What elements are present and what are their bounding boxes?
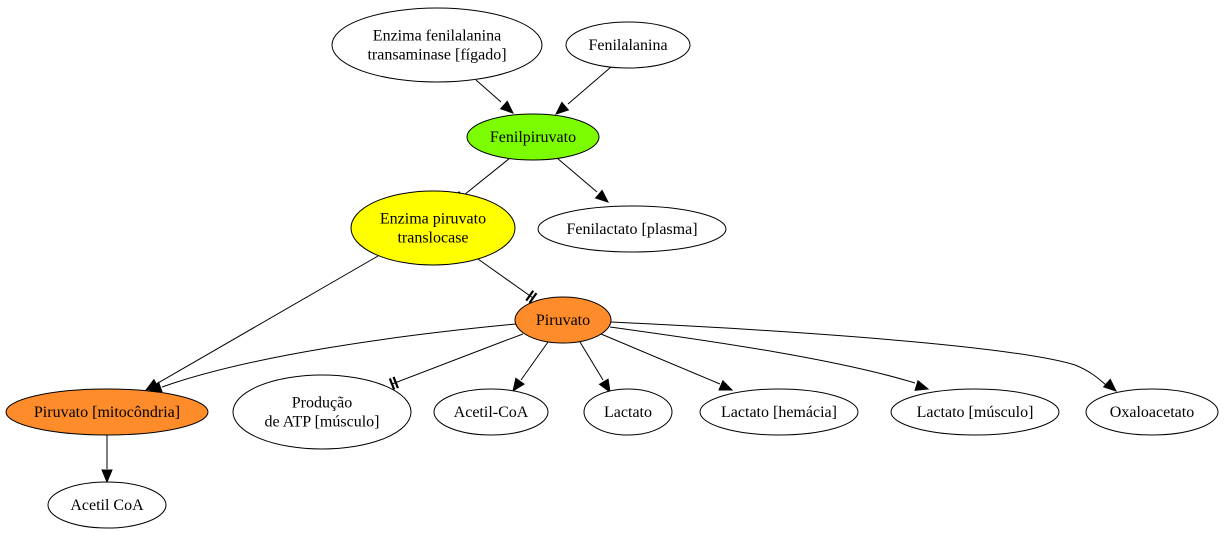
arrowhead: [914, 379, 930, 391]
node-label: de ATP [músculo]: [265, 414, 380, 431]
node-ellipse: [331, 7, 543, 83]
node-label: Acetil CoA: [70, 497, 144, 514]
edge-enzima_piruvato_translocase-to-piruvato_mitocondria: [144, 255, 379, 391]
arrowhead: [594, 189, 609, 203]
edge-piruvato-to-producao_atp: [388, 333, 524, 390]
node-label: Lactato [músculo]: [917, 404, 1034, 421]
node-label: Enzima piruvato: [380, 211, 486, 228]
node-ellipse: [1085, 388, 1219, 436]
node-label: Fenilpiruvato: [490, 129, 576, 146]
edge-line: [477, 258, 534, 299]
node-label: Lactato: [604, 404, 652, 421]
node-fenilpiruvato: Fenilpiruvato: [466, 113, 600, 161]
node-lactato-musculo: Lactato [músculo]: [890, 388, 1060, 436]
nodes-layer: Enzima fenilalanina transaminase [fígado]…: [5, 7, 1219, 529]
edge-piruvato-to-lactato_musculo: [609, 326, 930, 391]
node-label: Fenilalanina: [588, 37, 667, 54]
edge-line: [610, 321, 1107, 386]
node-label: Piruvato [mitocôndria]: [34, 404, 180, 421]
edge-piruvato-to-acetil_coa_hyphen: [512, 341, 549, 393]
arrowhead: [718, 379, 734, 391]
node-ellipse: [565, 21, 691, 69]
arrowhead: [101, 469, 113, 484]
inhibition-bar: [528, 292, 538, 304]
edge-enzima_piruvato_translocase-to-piruvato: [477, 258, 538, 304]
node-oxaloacetato: Oxaloacetato: [1085, 388, 1219, 436]
node-enzima-piruvato-translocase: Enzima piruvato translocase: [350, 190, 516, 266]
arrowhead: [598, 378, 611, 394]
node-ellipse: [537, 205, 727, 253]
node-enzima-fenilalanina-transaminase: Enzima fenilalanina transaminase [fígado]: [331, 7, 543, 83]
edge-line: [556, 157, 598, 193]
node-ellipse: [514, 296, 612, 344]
node-label: Produção: [292, 395, 352, 412]
node-acetil-coa-hyphen: Acetil-CoA: [433, 388, 549, 436]
edge-line: [161, 323, 517, 388]
node-ellipse: [433, 388, 549, 436]
node-label: translocase: [397, 230, 468, 247]
node-label: transaminase [fígado]: [367, 47, 506, 64]
edge-piruvato-to-lactato: [579, 341, 611, 394]
node-label: Acetil-CoA: [454, 404, 529, 421]
edge-line: [520, 341, 549, 381]
edge-fenilalanina-to-fenilpiruvato: [555, 66, 612, 115]
edge-line: [600, 333, 721, 385]
node-label: Lactato [hemácia]: [721, 404, 837, 421]
node-label: Fenilactato [plasma]: [566, 221, 697, 238]
edge-enzima_fenilalanina_transaminase-to-fenilpiruvato: [475, 79, 514, 114]
edge-line: [475, 79, 502, 103]
node-ellipse: [47, 481, 167, 529]
inhibition-bar: [525, 290, 535, 302]
node-label: Enzima fenilalanina: [373, 28, 501, 45]
edge-line: [579, 341, 604, 381]
inhibition-bar: [392, 376, 399, 389]
arrowhead: [1102, 378, 1117, 392]
edge-piruvato-to-lactato_hemacia: [600, 333, 734, 391]
edge-fenilpiruvato-to-fenilactato_plasma: [556, 157, 609, 203]
node-piruvato: Piruvato: [514, 296, 612, 344]
edge-piruvato_mitocondria-to-acetil_coa: [101, 435, 113, 484]
node-fenilactato-plasma: Fenilactato [plasma]: [537, 205, 727, 253]
node-ellipse: [5, 388, 209, 436]
node-lactato-hemacia: Lactato [hemácia]: [699, 388, 859, 436]
node-fenilalanina: Fenilalanina: [565, 21, 691, 69]
node-ellipse: [699, 388, 859, 436]
edge-line: [567, 66, 612, 105]
node-ellipse: [232, 374, 412, 450]
node-ellipse: [890, 388, 1060, 436]
edge-line: [157, 255, 379, 384]
arrowhead: [555, 101, 570, 115]
edge-line: [391, 333, 524, 385]
edge-line: [609, 326, 916, 384]
node-label: Oxaloacetato: [1110, 404, 1194, 421]
arrowhead: [499, 100, 514, 114]
node-ellipse: [466, 113, 600, 161]
node-piruvato-mitocondria: Piruvato [mitocôndria]: [5, 388, 209, 436]
node-acetil-coa: Acetil CoA: [47, 481, 167, 529]
node-lactato: Lactato: [583, 388, 673, 436]
node-ellipse: [583, 388, 673, 436]
node-label: Piruvato: [536, 312, 590, 329]
inhibition-bar: [388, 378, 396, 390]
edges-layer: [101, 66, 1117, 484]
arrowhead: [512, 377, 525, 393]
edge-line: [458, 157, 511, 200]
edge-piruvato-to-oxaloacetato: [610, 321, 1117, 392]
node-producao-atp: Produção de ATP [músculo]: [232, 374, 412, 450]
node-ellipse: [350, 190, 516, 266]
